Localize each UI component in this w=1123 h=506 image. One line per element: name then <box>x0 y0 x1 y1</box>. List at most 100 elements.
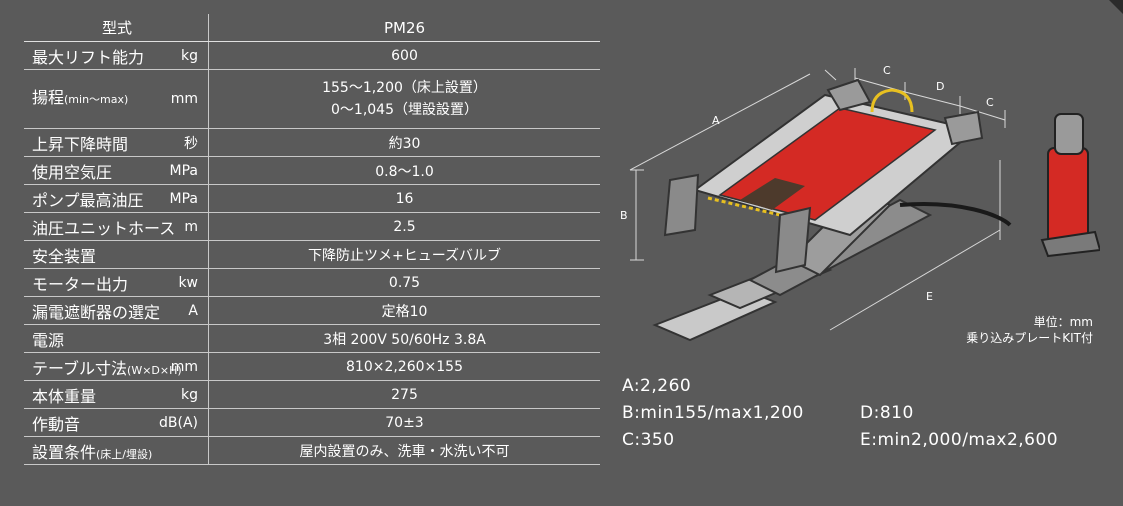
spec-row-label: 電源 <box>24 324 117 353</box>
spec-row-value-line-1: 275 <box>391 386 418 403</box>
spec-row-label-text: 安全装置 <box>32 246 97 266</box>
spec-row-label: 設置条件(床上/埋設) <box>24 436 152 465</box>
dimension-a: A:2,260 <box>622 376 692 396</box>
corner-tab <box>1109 0 1123 14</box>
spec-row-label-text: ポンプ最高油圧 <box>32 190 144 210</box>
spec-row-label: 作動音 <box>24 408 117 437</box>
spec-row-unit <box>116 240 209 269</box>
spec-row-label-text: 揚程 <box>32 88 65 107</box>
spec-row-value-line-1: 定格10 <box>381 303 428 320</box>
spec-row-value: 下降防止ツメ+ヒューズバルブ <box>208 240 600 269</box>
spec-row-unit: kw <box>116 268 209 297</box>
tow-handle <box>870 88 914 113</box>
spec-row-value-line-1: 2.5 <box>393 218 416 235</box>
spec-row-label-text: 油圧ユニットホース <box>32 218 176 238</box>
spec-row-unit: mm <box>116 69 209 129</box>
spec-row-value-line-1: 約30 <box>388 135 421 152</box>
unit-note: 単位：mm 乗り込みプレートKIT付 <box>966 314 1093 346</box>
unit-note-line-1: 単位：mm <box>1033 315 1093 329</box>
spec-row-value-line-1: 0.8～1.0 <box>375 163 434 180</box>
spec-row-label: 使用空気圧 <box>24 156 117 185</box>
spec-row-label-text: モーター出力 <box>32 274 129 294</box>
spec-row-value: 275 <box>208 380 600 409</box>
spec-row-value: 2.5 <box>208 212 600 241</box>
spec-row-label-text: 漏電遮断器の選定 <box>32 302 161 322</box>
spec-header-label: 型式 <box>24 14 209 42</box>
spec-row-label: 上昇下降時間 <box>24 128 128 157</box>
dim-label-c2: C <box>986 96 994 109</box>
spec-row-label-sub: (床上/埋設) <box>96 447 153 461</box>
rear-chock-left <box>826 78 872 112</box>
spec-row-label-text: 最大リフト能力 <box>32 47 145 67</box>
spec-row-value: 屋内設置のみ、洗車・水洗い不可 <box>208 436 600 465</box>
spec-row-value: 定格10 <box>208 296 600 325</box>
rear-chock-right <box>943 110 984 146</box>
dim-label-e: E <box>926 290 933 303</box>
pump-unit <box>1047 147 1089 244</box>
spec-row-unit: MPa <box>116 184 209 213</box>
front-chock-left <box>663 173 700 237</box>
spec-row-label-text: 本体重量 <box>32 386 97 406</box>
spec-row-value-line-1: 0.75 <box>388 274 421 291</box>
dimension-list-right: D:810 E:min2,000/max2,600 <box>860 403 1058 457</box>
dimension-d: D:810 <box>860 403 914 423</box>
spec-row-label: 油圧ユニットホース <box>24 212 175 241</box>
spec-row-label-text: 設置条件 <box>32 442 97 462</box>
dim-label-d: D <box>936 80 944 93</box>
spec-row: 電源 3相 200V 50/60Hz 3.8A <box>24 324 600 353</box>
spec-row-label: テーブル寸法(W×D×H) <box>24 352 182 381</box>
spec-row: 本体重量 kg 275 <box>24 380 600 409</box>
spec-row-label: 安全装置 <box>24 240 117 269</box>
spec-row-unit: kg <box>116 41 209 70</box>
spec-row: 設置条件(床上/埋設) 屋内設置のみ、洗車・水洗い不可 <box>24 436 600 465</box>
front-chock-right <box>774 206 812 274</box>
spec-row-label: モーター出力 <box>24 268 128 297</box>
spec-row: 作動音 dB(A) 70±3 <box>24 408 600 437</box>
dimension-list-left: A:2,260 B:min155/max1,200 C:350 <box>622 376 804 457</box>
spec-row-value-line-1: 屋内設置のみ、洗車・水洗い不可 <box>299 443 510 460</box>
dimension-lines <box>629 68 1006 331</box>
dimension-b: B:min155/max1,200 <box>622 403 804 423</box>
spec-row-value-line-1: 16 <box>395 190 414 207</box>
spec-row-value: 0.8～1.0 <box>208 156 600 185</box>
dim-label-c1: C <box>883 64 891 77</box>
spec-row-label: ポンプ最高油圧 <box>24 184 144 213</box>
dim-label-a: A <box>712 114 720 127</box>
spec-row-value-line-1: 810×2,260×155 <box>346 358 463 375</box>
spec-row-value: 3相 200V 50/60Hz 3.8A <box>208 324 600 353</box>
spec-row-value-line-2: 0～1,045（埋設設置） <box>331 102 478 118</box>
spec-header-row: 型式 PM26 <box>24 14 600 42</box>
spec-row-value-line-1: 70±3 <box>385 414 424 431</box>
spec-row-unit: dB(A) <box>116 408 209 437</box>
spec-row-label-sub: (W×D×H) <box>127 363 182 377</box>
spec-row-value: 70±3 <box>208 408 600 437</box>
spec-row-label: 揚程(min～max) <box>24 69 128 129</box>
spec-row-value-line-1: 下降防止ツメ+ヒューズバルブ <box>307 247 502 264</box>
pump-base <box>1040 230 1100 258</box>
spec-row-unit: kg <box>116 380 209 409</box>
spec-row-value-line-1: 155～1,200（床上設置） <box>322 80 487 96</box>
spec-row-value-line-1: 600 <box>391 47 418 64</box>
spec-row-value: 約30 <box>208 128 600 157</box>
spec-row-label: 最大リフト能力 <box>24 41 144 70</box>
spec-row-unit: m <box>116 212 209 241</box>
spec-row-label-text: 作動音 <box>32 414 81 434</box>
unit-note-line-2: 乗り込みプレートKIT付 <box>966 331 1093 345</box>
spec-row-label: 本体重量 <box>24 380 117 409</box>
spec-row-unit: 秒 <box>116 128 209 157</box>
spec-row: 揚程(min～max)mm 155～1,200（床上設置） 0～1,045（埋設設置… <box>24 69 600 129</box>
spec-row-unit: A <box>116 296 209 325</box>
spec-row-label: 漏電遮断器の選定 <box>24 296 160 325</box>
spec-row-value-line-1: 3相 200V 50/60Hz 3.8A <box>323 331 486 348</box>
spec-row-label-text: 電源 <box>32 330 65 350</box>
spec-row-value: 0.75 <box>208 268 600 297</box>
spec-row-unit <box>116 436 209 465</box>
